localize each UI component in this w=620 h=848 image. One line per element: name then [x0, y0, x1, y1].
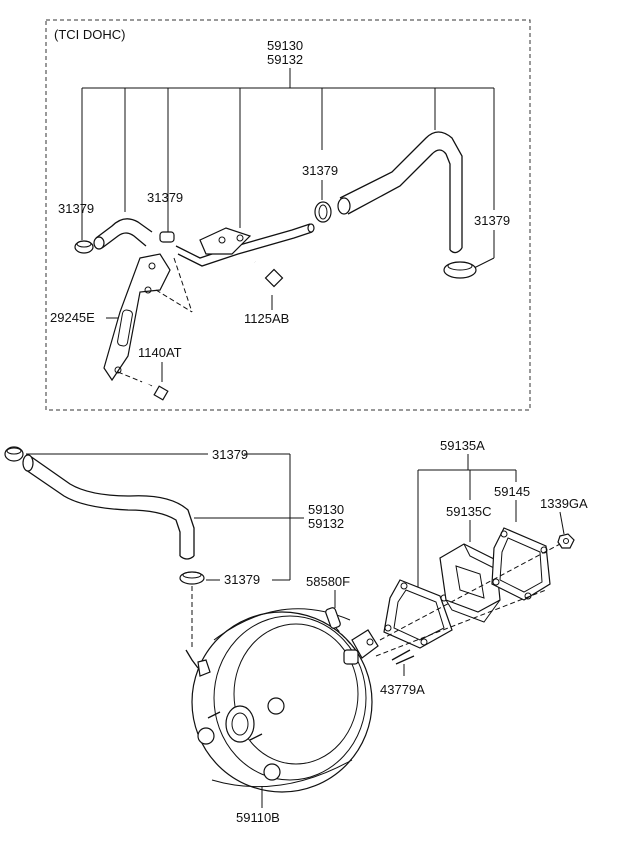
- spacer-59135c: [439, 543, 503, 623]
- bolt-1140at: [141, 380, 169, 401]
- label-59145: 59145: [494, 484, 530, 499]
- clamp-left: [74, 240, 94, 254]
- clamp-mid-right: [314, 201, 332, 223]
- short-hose-left: [93, 218, 153, 250]
- label-31379-left: 31379: [58, 201, 94, 216]
- label-59130-lower: 59130: [308, 502, 344, 517]
- label-29245e: 29245E: [50, 310, 95, 325]
- label-59110b: 59110B: [236, 810, 280, 825]
- label-1140at: 1140AT: [138, 345, 182, 360]
- bracket-29245e: [103, 253, 171, 382]
- gasket-right: [491, 527, 551, 601]
- long-hose-upper: [337, 131, 463, 254]
- label-59132-lower: 59132: [308, 516, 344, 531]
- label-43779a: 43779A: [380, 682, 425, 697]
- label-1339ga: 1339GA: [540, 496, 588, 511]
- label-59135a: 59135A: [440, 438, 485, 453]
- label-31379-lower-bottom: 31379: [224, 572, 260, 587]
- label-59135c: 59135C: [446, 504, 492, 519]
- section-title: (TCI DOHC): [54, 27, 126, 42]
- tci-dohc-frame: [45, 19, 531, 411]
- clamp-right: [443, 261, 477, 279]
- leader-tree-top: [81, 68, 495, 232]
- label-1125ab: 1125AB: [244, 311, 289, 326]
- clevis: [351, 629, 379, 659]
- label-31379-right: 31379: [474, 213, 510, 228]
- label-31379-mid-right: 31379: [302, 163, 338, 178]
- clamp-mid-left: [159, 231, 175, 243]
- gasket-left: [383, 579, 453, 649]
- label-31379-lower-top: 31379: [212, 447, 248, 462]
- clamp-lower-top: [4, 446, 24, 462]
- metal-pipe: [175, 223, 315, 267]
- brake-booster: [185, 608, 373, 793]
- clamp-lower-bottom: [179, 571, 205, 585]
- lower-hose: [22, 454, 195, 560]
- label-58580f: 58580F: [306, 574, 350, 589]
- clip-43779a: [391, 649, 415, 665]
- nut-1339ga: [557, 533, 575, 549]
- label-59132-top: 59132: [267, 52, 303, 67]
- bolt-1125ab: [253, 260, 284, 288]
- label-59130-top: 59130: [267, 38, 303, 53]
- label-31379-mid-left: 31379: [147, 190, 183, 205]
- pin-58580f: [325, 607, 341, 629]
